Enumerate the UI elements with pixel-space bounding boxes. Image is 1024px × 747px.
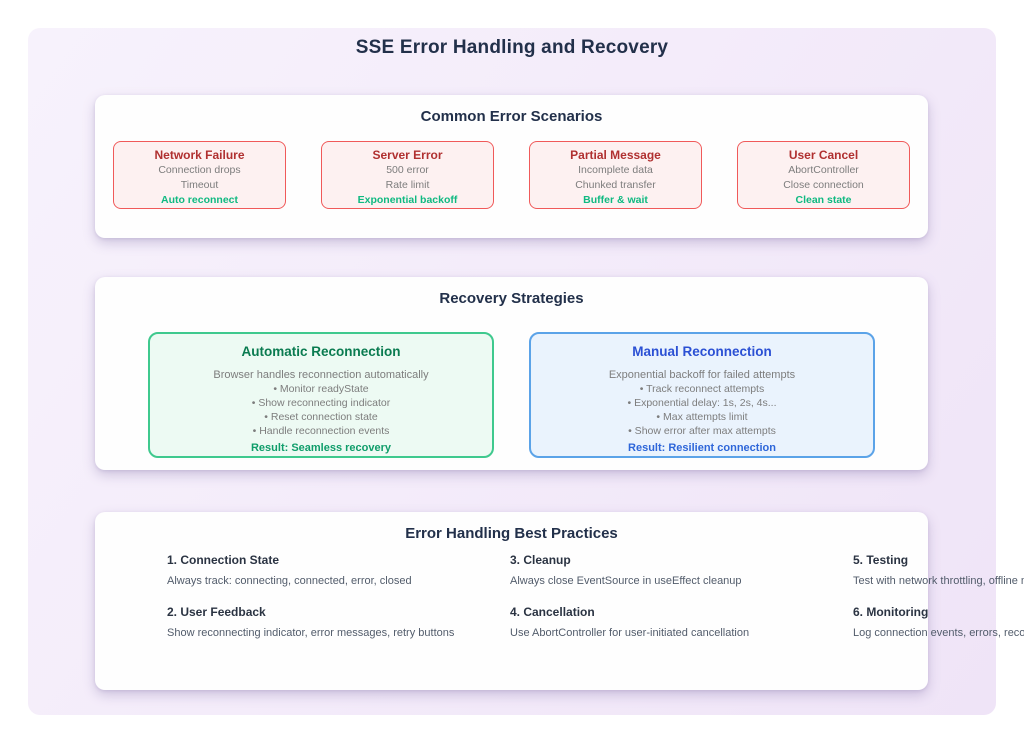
diagram-container: SSE Error Handling and Recovery Common E… xyxy=(28,28,1024,715)
strategy-result: Result: Seamless recovery xyxy=(250,442,392,454)
scenario-card-row: Network Failure Connection drops Timeout… xyxy=(95,141,928,209)
scenario-card-action: Buffer & wait xyxy=(583,194,648,206)
strategy-card-row: Automatic Reconnection Browser handles r… xyxy=(95,332,928,458)
best-practice-title: 3. Cleanup xyxy=(510,553,571,567)
best-practice-cancellation: 4. Cancellation Use AbortController for … xyxy=(510,605,853,640)
scenario-card-line: 500 error xyxy=(386,164,429,176)
best-practice-title: 2. User Feedback xyxy=(167,605,266,619)
best-practice-title: 6. Monitoring xyxy=(853,605,929,619)
scenario-card-line: Connection drops xyxy=(158,164,241,176)
scenario-card-partial-message: Partial Message Incomplete data Chunked … xyxy=(529,141,702,209)
strategy-card-automatic-reconnection: Automatic Reconnection Browser handles r… xyxy=(148,332,494,458)
best-practice-title: 1. Connection State xyxy=(167,553,280,567)
best-practice-user-feedback: 2. User Feedback Show reconnecting indic… xyxy=(167,605,510,640)
strategy-bullet: • Show error after max attempts xyxy=(628,425,776,437)
common-error-scenarios-panel: Common Error Scenarios Network Failure C… xyxy=(95,95,928,238)
scenario-card-line: AbortController xyxy=(788,164,859,176)
scenario-card-title: Partial Message xyxy=(570,148,661,162)
strategy-bullet: • Show reconnecting indicator xyxy=(251,397,391,409)
strategies-title: Recovery Strategies xyxy=(439,290,584,307)
best-practice-desc: Log connection events, errors, reconnect… xyxy=(853,627,1024,639)
best-practice-desc: Test with network throttling, offline mo… xyxy=(853,575,1024,587)
scenario-card-server-error: Server Error 500 error Rate limit Expone… xyxy=(321,141,494,209)
strategy-card-title: Automatic Reconnection xyxy=(241,344,401,359)
scenario-card-action: Clean state xyxy=(795,194,852,206)
recovery-strategies-panel: Recovery Strategies Automatic Reconnecti… xyxy=(95,277,928,470)
strategy-bullet: • Monitor readyState xyxy=(273,383,369,395)
strategy-card-subtitle: Exponential backoff for failed attempts xyxy=(608,369,796,381)
scenario-card-line: Timeout xyxy=(180,179,219,191)
scenarios-title: Common Error Scenarios xyxy=(420,108,603,125)
best-practice-monitoring: 6. Monitoring Log connection events, err… xyxy=(853,605,1024,640)
best-practice-title: 4. Cancellation xyxy=(510,605,595,619)
page-title: SSE Error Handling and Recovery xyxy=(355,37,669,58)
strategy-card-title: Manual Reconnection xyxy=(632,344,772,359)
strategy-card-subtitle: Browser handles reconnection automatical… xyxy=(213,369,429,381)
best-practices-title: Error Handling Best Practices xyxy=(405,525,618,542)
best-practice-connection-state: 1. Connection State Always track: connec… xyxy=(167,553,510,588)
scenario-card-line: Incomplete data xyxy=(578,164,653,176)
best-practice-testing: 5. Testing Test with network throttling,… xyxy=(853,553,1024,588)
scenario-card-line: Rate limit xyxy=(385,179,430,191)
best-practice-title: 5. Testing xyxy=(853,553,909,567)
scenario-card-action: Auto reconnect xyxy=(160,194,238,206)
strategy-bullet: • Handle reconnection events xyxy=(252,425,390,437)
strategy-bullet: • Max attempts limit xyxy=(656,411,748,423)
scenario-card-action: Exponential backoff xyxy=(357,194,458,206)
scenario-card-line: Chunked transfer xyxy=(575,179,656,191)
strategy-bullet: • Reset connection state xyxy=(264,411,378,423)
scenario-card-title: Network Failure xyxy=(154,148,245,162)
strategy-card-manual-reconnection: Manual Reconnection Exponential backoff … xyxy=(529,332,875,458)
strategy-bullet: • Track reconnect attempts xyxy=(639,383,765,395)
best-practices-grid: 1. Connection State Always track: connec… xyxy=(167,553,1024,657)
scenario-card-line: Close connection xyxy=(783,179,864,191)
strategy-result: Result: Resilient connection xyxy=(628,442,776,454)
best-practice-desc: Always close EventSource in useEffect cl… xyxy=(510,575,742,587)
best-practice-desc: Always track: connecting, connected, err… xyxy=(167,575,412,587)
best-practice-desc: Use AbortController for user-initiated c… xyxy=(510,627,750,639)
scenario-card-user-cancel: User Cancel AbortController Close connec… xyxy=(737,141,910,209)
strategy-bullet: • Exponential delay: 1s, 2s, 4s... xyxy=(627,397,777,409)
scenario-card-title: Server Error xyxy=(372,148,443,162)
scenario-card-network-failure: Network Failure Connection drops Timeout… xyxy=(113,141,286,209)
scenario-card-title: User Cancel xyxy=(788,148,859,162)
best-practice-desc: Show reconnecting indicator, error messa… xyxy=(167,627,455,639)
best-practices-panel: Error Handling Best Practices 1. Connect… xyxy=(95,512,1024,690)
best-practice-cleanup: 3. Cleanup Always close EventSource in u… xyxy=(510,553,853,588)
